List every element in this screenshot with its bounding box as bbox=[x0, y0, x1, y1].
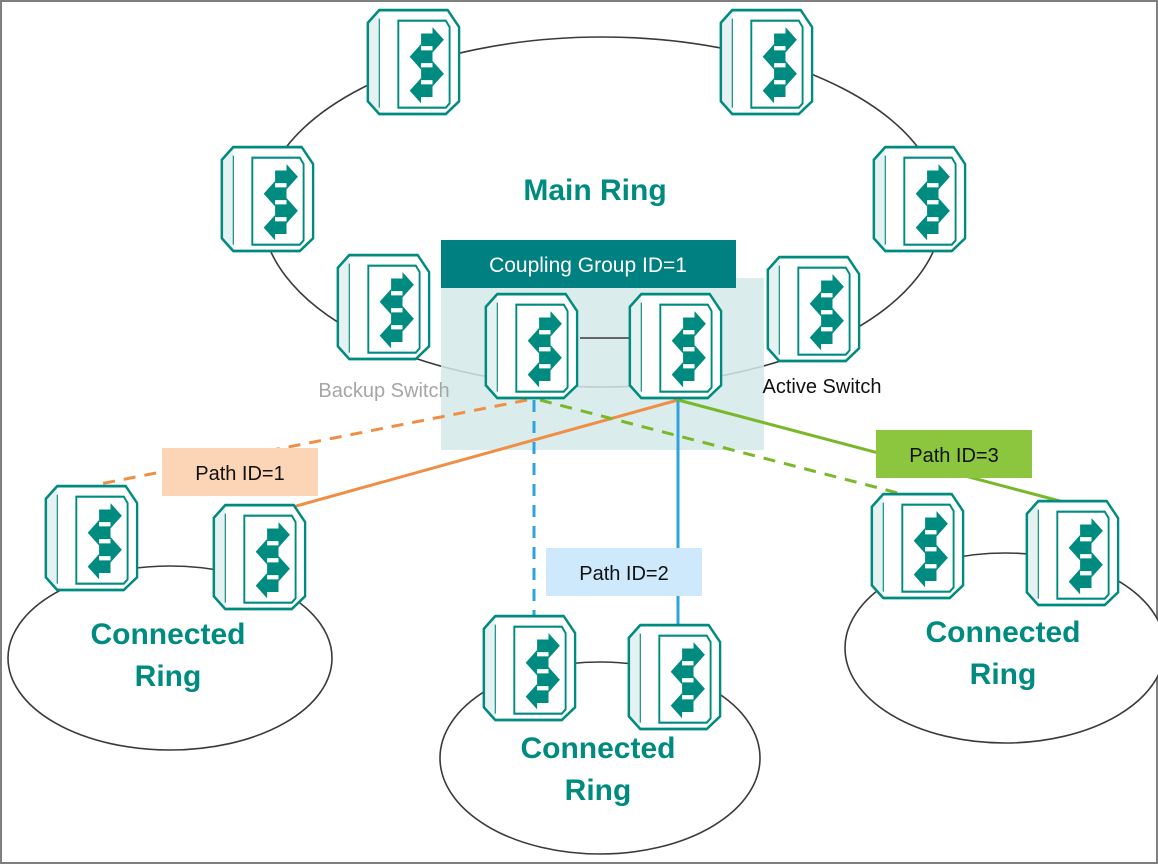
right-ring-switch-icon bbox=[1025, 499, 1120, 607]
right-ring-switch-icon bbox=[870, 492, 965, 600]
coupling-group-header bbox=[441, 240, 736, 288]
active-switch-icon bbox=[628, 292, 723, 400]
main-ring-switch-icon bbox=[220, 145, 315, 253]
path3-backup-line bbox=[539, 398, 926, 502]
path2-label-box bbox=[546, 548, 702, 596]
connected-ring-left bbox=[7, 565, 333, 751]
middle-ring-switch-icon bbox=[482, 614, 577, 722]
main-ring-switch-icon bbox=[366, 8, 461, 116]
right-ring-title-line1: Connected bbox=[925, 616, 1080, 649]
middle-ring-switch-icon bbox=[627, 623, 722, 731]
main-ring-switch-icon bbox=[872, 145, 967, 253]
path1-label-box bbox=[162, 448, 318, 496]
path3-label: Path ID=3 bbox=[909, 445, 999, 467]
main-ring-switch-icon bbox=[719, 8, 814, 116]
middle-ring-title-line2: Ring bbox=[565, 774, 632, 807]
path3-label-box bbox=[876, 430, 1032, 478]
backup-switch-icon bbox=[484, 292, 579, 400]
path2-label: Path ID=2 bbox=[579, 563, 669, 585]
main-ring-switch-icon bbox=[766, 255, 861, 363]
path1-label: Path ID=1 bbox=[195, 463, 285, 485]
left-ring-title-line2: Ring bbox=[135, 660, 202, 693]
backup-switch-label: Backup Switch bbox=[318, 380, 449, 402]
right-ring-title-line2: Ring bbox=[970, 658, 1037, 691]
coupling-group-label: Coupling Group ID=1 bbox=[489, 254, 687, 277]
middle-ring-title-line1: Connected bbox=[520, 732, 675, 765]
main-ring-switch-icon bbox=[336, 253, 431, 361]
active-switch-label: Active Switch bbox=[763, 376, 882, 398]
main-ring-title: Main Ring bbox=[523, 174, 666, 207]
left-ring-switch-icon bbox=[44, 484, 139, 592]
left-ring-switch-icon bbox=[212, 503, 307, 611]
left-ring-title-line1: Connected bbox=[90, 618, 245, 651]
